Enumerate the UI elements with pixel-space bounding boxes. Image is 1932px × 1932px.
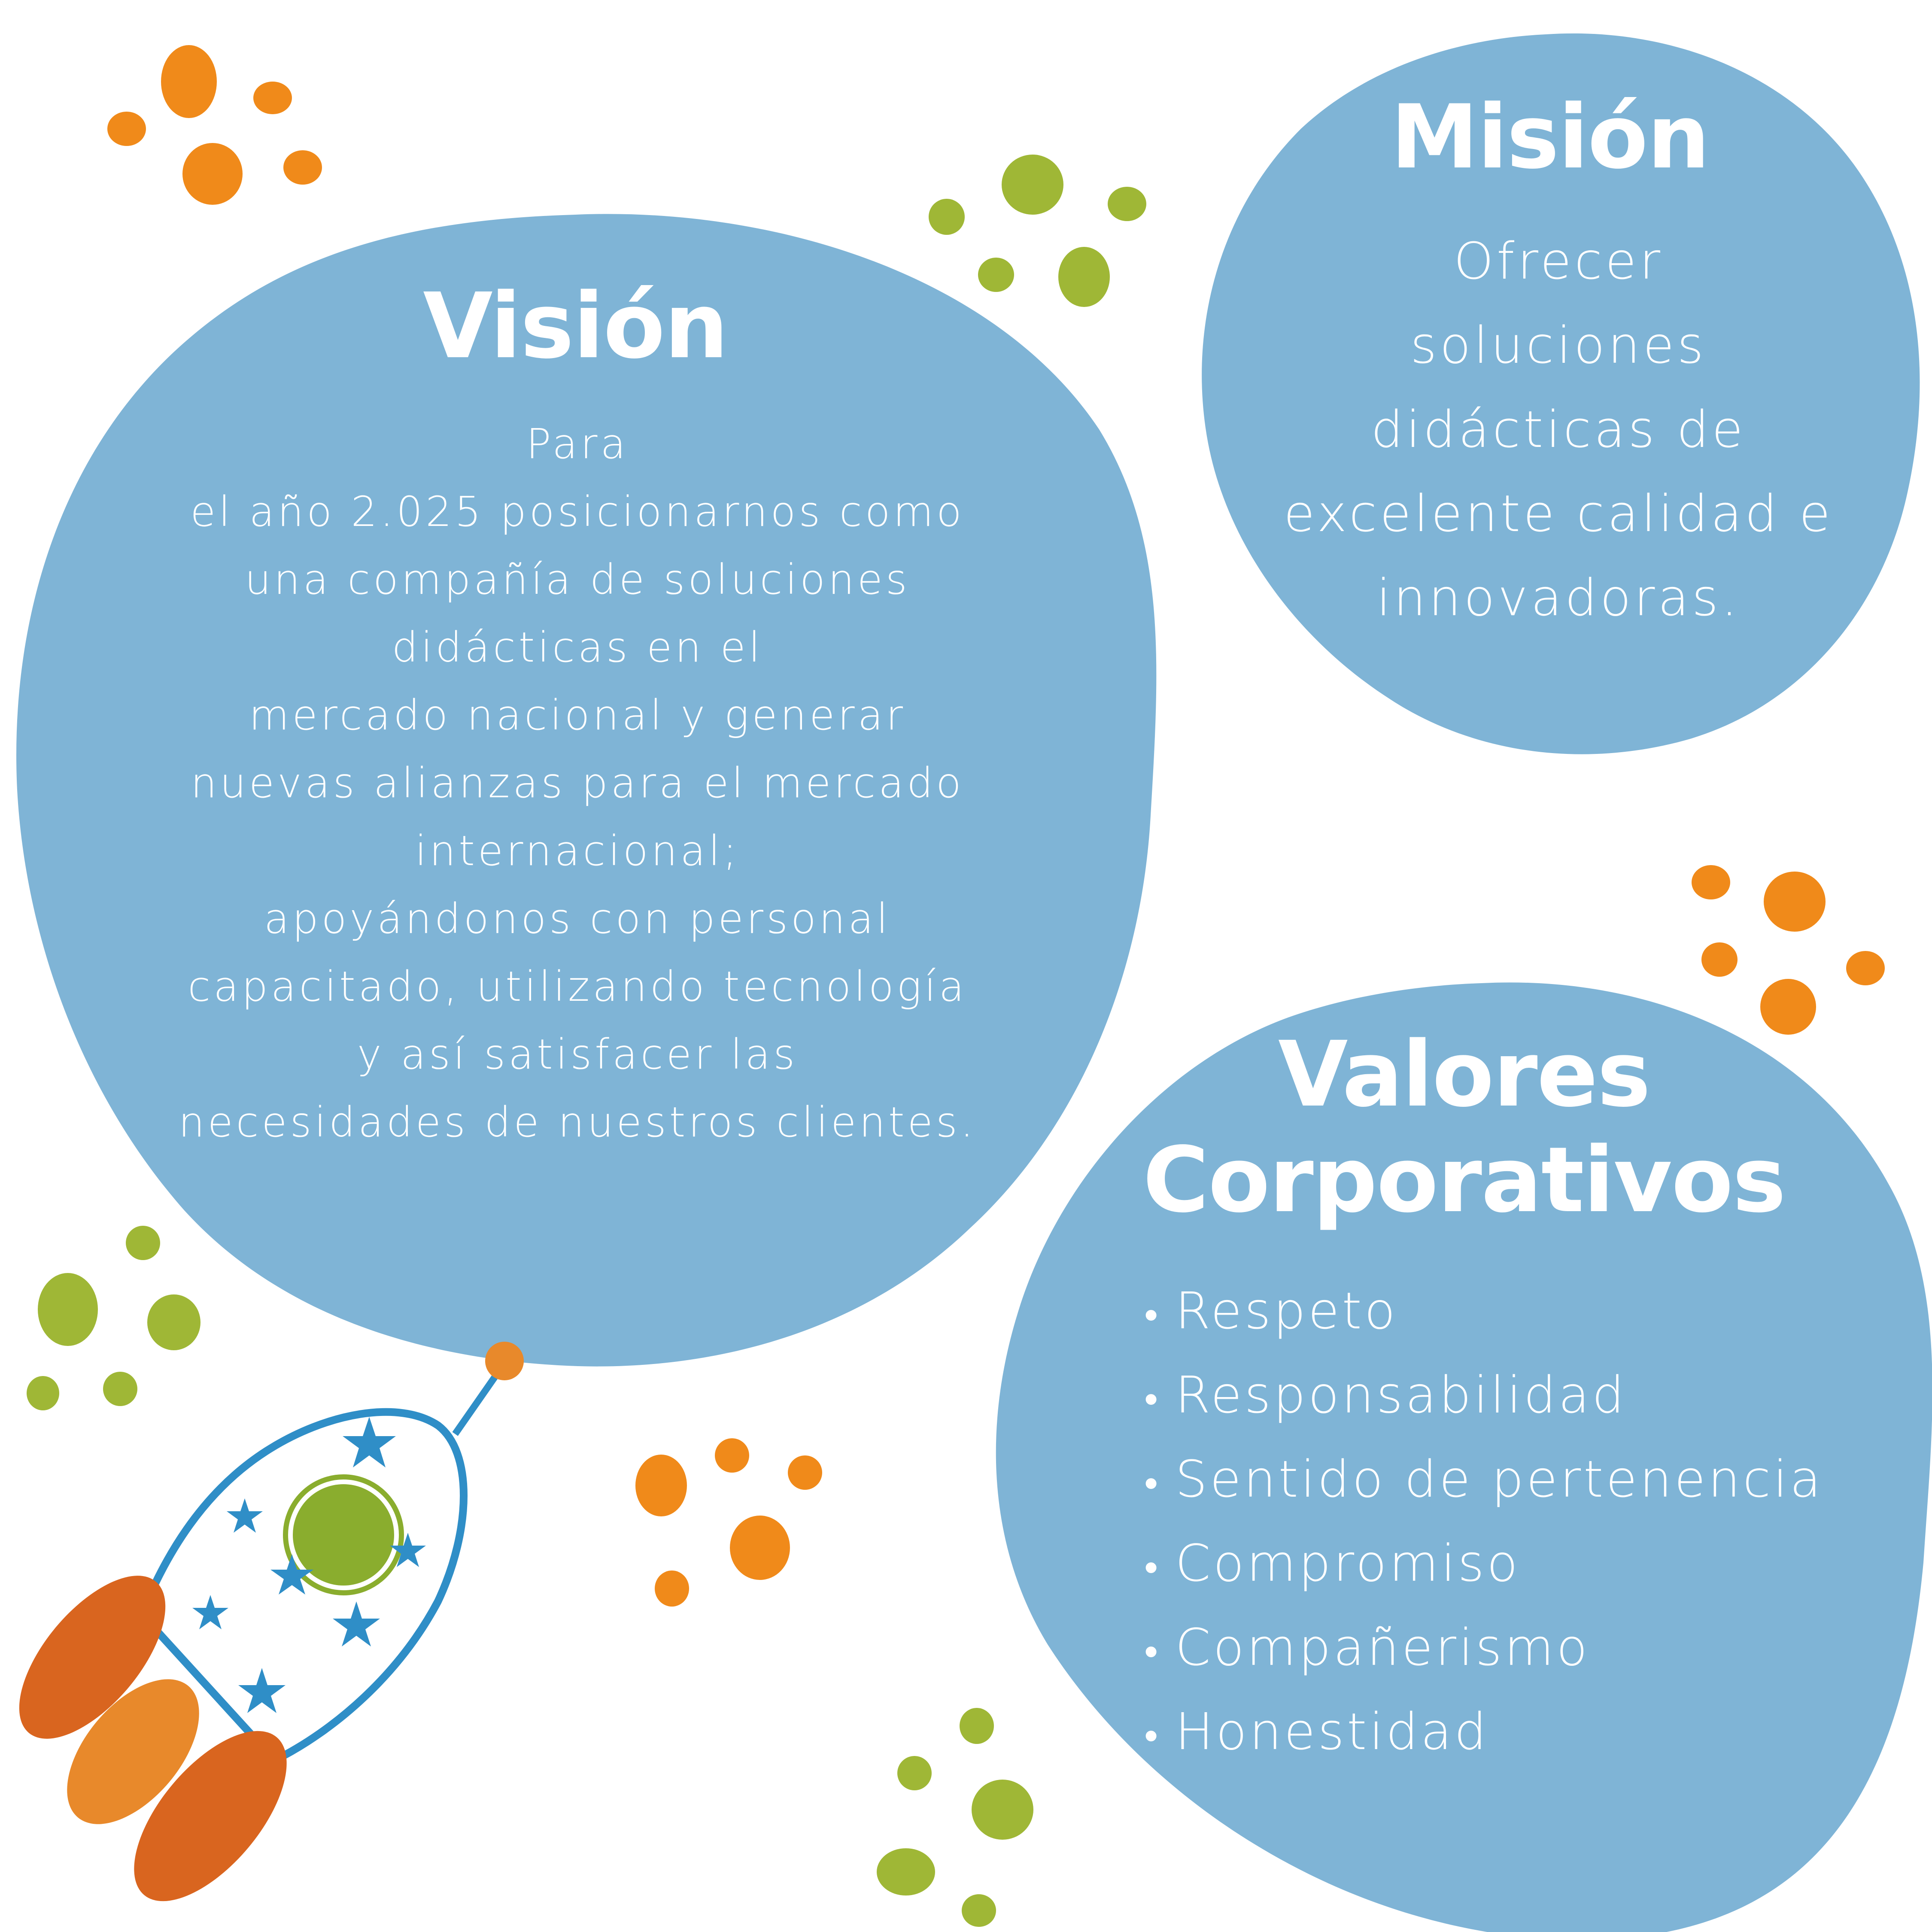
- green-dots-top: [929, 155, 1146, 307]
- orange-dots-top-left: [107, 45, 322, 205]
- rocket-flame-middle: [67, 1679, 199, 1824]
- green-dots-bottom: [877, 1708, 1033, 1927]
- rocket-flame-right: [134, 1731, 287, 1902]
- vision-title: Visión: [423, 273, 729, 379]
- rocket-window: [283, 1474, 404, 1595]
- valores-title: Valores Corporativos: [1142, 1022, 1786, 1233]
- vision-text: Para el año 2.025 posicionarnos como una…: [178, 420, 977, 1146]
- mision-text: Ofrecer soluciones didácticas de excelen…: [1283, 231, 1834, 627]
- vision-circle: [16, 214, 1157, 1367]
- rocket-illustration: [19, 1342, 524, 1902]
- rocket-antenna-ball: [485, 1342, 524, 1380]
- rocket-flame-left: [19, 1576, 166, 1739]
- orange-dots-right: [1692, 865, 1885, 1035]
- valores-list: Respeto Responsabilidad Sentido de perte…: [1144, 1271, 1917, 1776]
- valor-item: Compañerismo: [1144, 1607, 1917, 1692]
- valor-item: Compromiso: [1144, 1523, 1917, 1607]
- mision-circle: [1202, 33, 1920, 754]
- valor-item: Honestidad: [1144, 1692, 1917, 1776]
- orange-dots-bottom: [635, 1438, 822, 1607]
- valor-item: Respeto: [1144, 1271, 1917, 1355]
- green-dots-bottom-left: [27, 1226, 200, 1410]
- mision-title: Misión: [1391, 86, 1710, 188]
- star-icon: [192, 1417, 426, 1713]
- valor-item: Sentido de pertenencia: [1144, 1439, 1917, 1523]
- valor-item: Responsabilidad: [1144, 1355, 1917, 1439]
